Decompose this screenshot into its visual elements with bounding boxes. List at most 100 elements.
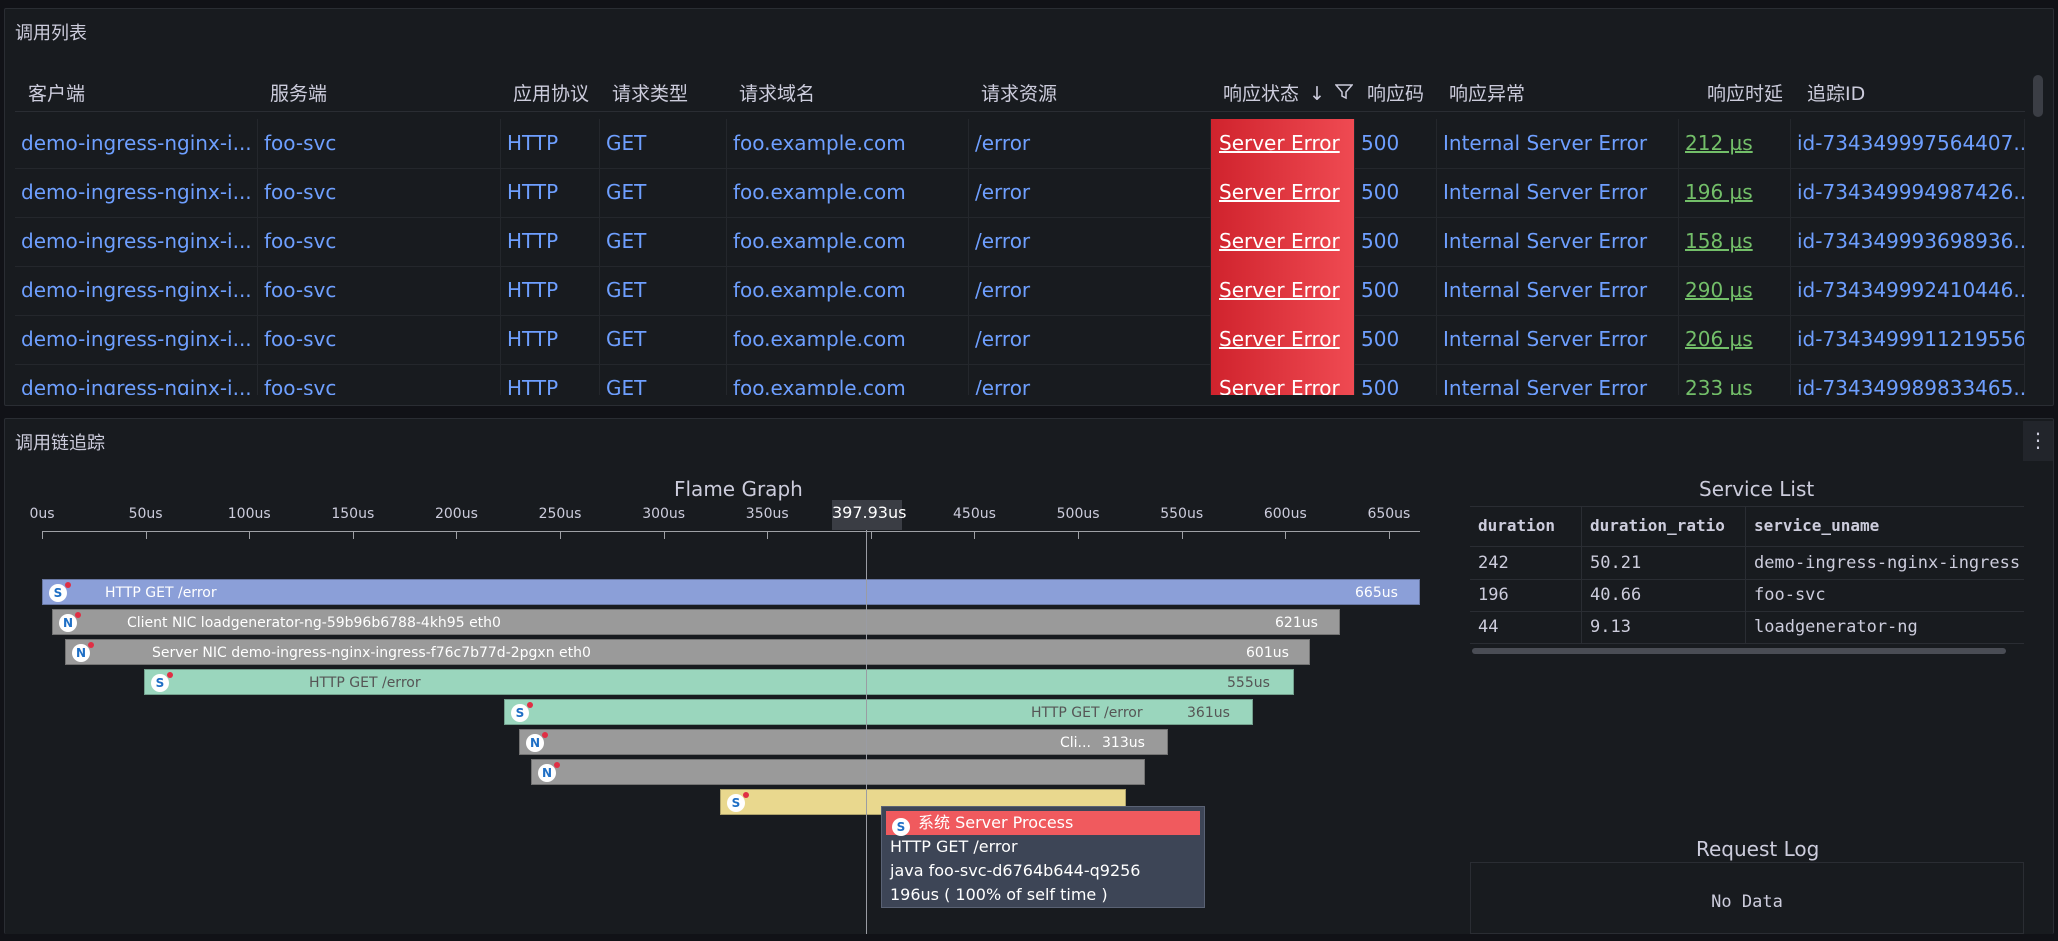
status-cell[interactable]: Server Error: [1211, 315, 1355, 364]
latency-cell[interactable]: 212 µs: [1679, 119, 1791, 168]
domain-cell[interactable]: foo.example.com: [727, 364, 969, 395]
service-list-scrollbar[interactable]: [1472, 648, 2006, 654]
protocol-cell[interactable]: HTTP: [501, 266, 600, 315]
client-cell[interactable]: demo-ingress-nginx-i...: [15, 217, 258, 266]
code-cell[interactable]: 500: [1355, 217, 1437, 266]
trace-cell[interactable]: id-7343499911219556...: [1791, 315, 2025, 364]
latency-cell[interactable]: 290 µs: [1679, 266, 1791, 315]
method-cell[interactable]: GET: [600, 315, 727, 364]
exception-cell[interactable]: Internal Server Error: [1437, 217, 1679, 266]
latency-cell[interactable]: 233 µs: [1679, 364, 1791, 395]
col-domain[interactable]: 请求域名: [739, 83, 816, 105]
col-trace[interactable]: 追踪ID: [1807, 83, 1866, 105]
exception-cell[interactable]: Internal Server Error: [1437, 119, 1679, 168]
resource-cell[interactable]: /error: [969, 168, 1211, 217]
latency-cell[interactable]: 158 µs: [1679, 217, 1791, 266]
trace-cell[interactable]: id-734349994987426...: [1791, 168, 2025, 217]
col-status[interactable]: 响应状态 ↓: [1223, 79, 1354, 106]
trace-cell[interactable]: id-734349997564407...: [1791, 119, 2025, 168]
client-cell[interactable]: demo-ingress-nginx-i...: [15, 315, 258, 364]
filter-icon[interactable]: [1334, 83, 1354, 105]
domain-cell[interactable]: foo.example.com: [727, 168, 969, 217]
client-cell[interactable]: demo-ingress-nginx-i...: [15, 168, 258, 217]
method-cell[interactable]: GET: [600, 266, 727, 315]
col-server[interactable]: 服务端: [270, 83, 328, 105]
server-cell[interactable]: foo-svc: [258, 168, 501, 217]
method-cell[interactable]: GET: [600, 119, 727, 168]
trace-cell[interactable]: id-734349993698936...: [1791, 217, 2025, 266]
code-cell[interactable]: 500: [1355, 119, 1437, 168]
method-cell[interactable]: GET: [600, 217, 727, 266]
domain-cell[interactable]: foo.example.com: [727, 315, 969, 364]
status-cell[interactable]: Server Error: [1211, 168, 1355, 217]
service-col-uname[interactable]: service_uname: [1754, 516, 1880, 535]
status-cell[interactable]: Server Error: [1211, 364, 1355, 395]
server-cell[interactable]: foo-svc: [258, 119, 501, 168]
service-badge-icon: S: [151, 674, 169, 692]
resource-cell[interactable]: /error: [969, 119, 1211, 168]
code-cell[interactable]: 500: [1355, 266, 1437, 315]
code-cell[interactable]: 500: [1355, 315, 1437, 364]
table-scrollbar[interactable]: [2033, 75, 2043, 117]
col-resource[interactable]: 请求资源: [981, 83, 1058, 105]
col-method[interactable]: 请求类型: [612, 83, 689, 105]
trace-cell[interactable]: id-734349989833465...: [1791, 364, 2025, 395]
server-cell[interactable]: foo-svc: [258, 266, 501, 315]
client-cell[interactable]: demo-ingress-nginx-i...: [15, 266, 258, 315]
status-cell[interactable]: Server Error: [1211, 266, 1355, 315]
col-code[interactable]: 响应码: [1367, 83, 1425, 105]
exception-cell[interactable]: Internal Server Error: [1437, 168, 1679, 217]
protocol-cell[interactable]: HTTP: [501, 315, 600, 364]
resource-cell[interactable]: /error: [969, 217, 1211, 266]
col-exception[interactable]: 响应异常: [1449, 83, 1526, 105]
client-cell[interactable]: demo-ingress-nginx-i...: [15, 364, 258, 395]
resource-cell[interactable]: /error: [969, 364, 1211, 395]
client-cell[interactable]: demo-ingress-nginx-i...: [15, 119, 258, 168]
trace-cell[interactable]: id-734349992410446...: [1791, 266, 2025, 315]
method-cell[interactable]: GET: [600, 168, 727, 217]
flame-bar[interactable]: N: [531, 759, 1145, 785]
domain-cell[interactable]: foo.example.com: [727, 217, 969, 266]
col-protocol[interactable]: 应用协议: [513, 83, 590, 105]
server-cell[interactable]: foo-svc: [258, 315, 501, 364]
resource-cell[interactable]: /error: [969, 266, 1211, 315]
table-header: 客户端 服务端 应用协议 请求类型 请求域名 请求资源 响应状态 ↓ 响应码 响…: [15, 65, 2025, 112]
exception-cell[interactable]: Internal Server Error: [1437, 315, 1679, 364]
exception-cell[interactable]: Internal Server Error: [1437, 266, 1679, 315]
service-col-ratio[interactable]: duration_ratio: [1582, 506, 1746, 546]
method-cell[interactable]: GET: [600, 364, 727, 395]
latency-cell[interactable]: 196 µs: [1679, 168, 1791, 217]
domain-cell[interactable]: foo.example.com: [727, 266, 969, 315]
latency-cell[interactable]: 206 µs: [1679, 315, 1791, 364]
resource-cell[interactable]: /error: [969, 315, 1211, 364]
protocol-cell[interactable]: HTTP: [501, 364, 600, 395]
protocol-cell[interactable]: HTTP: [501, 119, 600, 168]
service-col-duration[interactable]: duration: [1470, 506, 1582, 546]
sort-desc-icon[interactable]: ↓: [1309, 83, 1325, 105]
server-cell[interactable]: foo-svc: [258, 217, 501, 266]
server-cell[interactable]: foo-svc: [258, 364, 501, 395]
col-latency[interactable]: 响应时延: [1707, 83, 1784, 105]
protocol-cell[interactable]: HTTP: [501, 168, 600, 217]
domain-cell[interactable]: foo.example.com: [727, 119, 969, 168]
exception-cell[interactable]: Internal Server Error: [1437, 364, 1679, 395]
status-cell[interactable]: Server Error: [1211, 217, 1355, 266]
status-cell[interactable]: Server Error: [1211, 119, 1355, 168]
protocol-cell[interactable]: HTTP: [501, 217, 600, 266]
code-cell[interactable]: 500: [1355, 364, 1437, 395]
col-client[interactable]: 客户端: [28, 83, 86, 105]
vertical-dots-icon[interactable]: ⋮: [2023, 421, 2053, 461]
code-cell[interactable]: 500: [1355, 168, 1437, 217]
